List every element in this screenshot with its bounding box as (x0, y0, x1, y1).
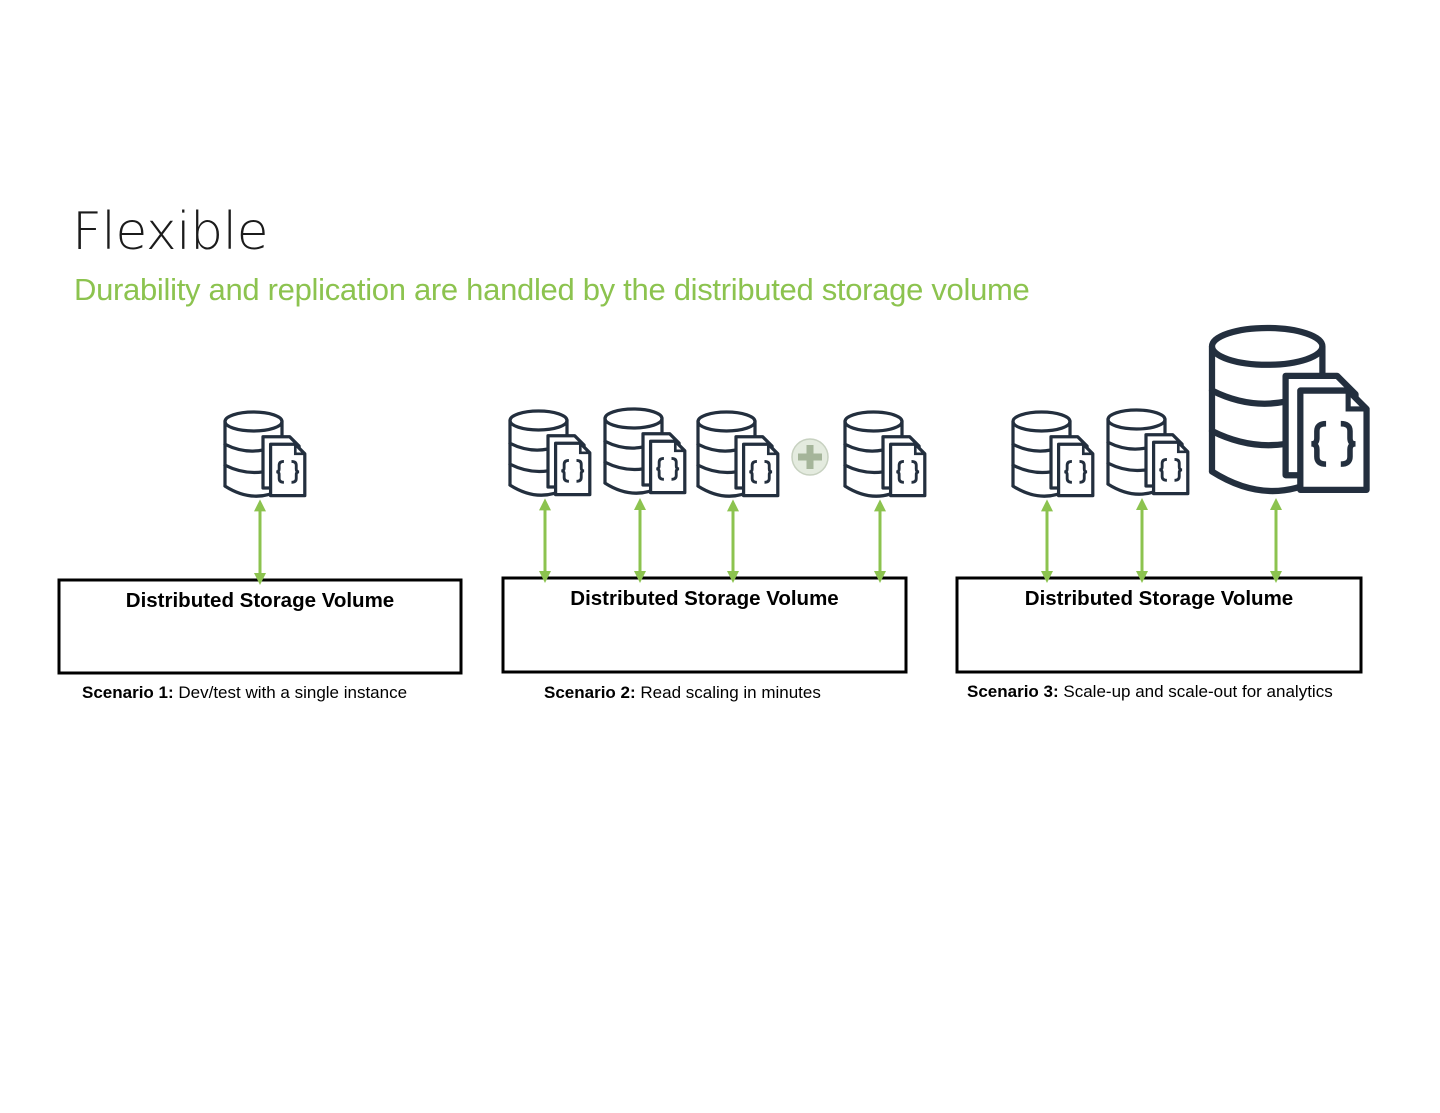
storage-volume-label: Distributed Storage Volume (126, 589, 394, 612)
scenario-description: Read scaling in minutes (636, 683, 821, 702)
scenario-caption: Scenario 1: Dev/test with a single insta… (82, 683, 407, 702)
scenario-description: Dev/test with a single instance (174, 683, 407, 702)
scenario-number: Scenario 1: (82, 683, 174, 702)
scenario-caption: Scenario 3: Scale-up and scale-out for a… (967, 682, 1333, 701)
scenario-number: Scenario 3: (967, 682, 1059, 701)
database-instance-icon (696, 410, 780, 498)
slide-title: Flexible (72, 202, 269, 262)
scenario-description: Scale-up and scale-out for analytics (1059, 682, 1333, 701)
distributed-storage-volume-box (57, 578, 463, 675)
database-instance-icon (843, 410, 927, 498)
scenario-number: Scenario 2: (544, 683, 636, 702)
plus-icon (791, 438, 829, 476)
database-instance-icon (603, 407, 687, 495)
large-database-instance-icon (1208, 324, 1370, 495)
database-instance-icon (1106, 408, 1190, 496)
scenario-caption: Scenario 2: Read scaling in minutes (544, 683, 821, 702)
database-instance-icon (1011, 410, 1095, 498)
storage-volume-label: Distributed Storage Volume (570, 587, 838, 610)
distributed-storage-volume-box (955, 576, 1363, 674)
database-instance-icon (508, 409, 592, 497)
storage-volume-label: Distributed Storage Volume (1025, 587, 1293, 610)
slide-subtitle: Durability and replication are handled b… (74, 272, 1030, 307)
distributed-storage-volume-box (501, 576, 908, 674)
database-instance-icon (223, 410, 307, 498)
